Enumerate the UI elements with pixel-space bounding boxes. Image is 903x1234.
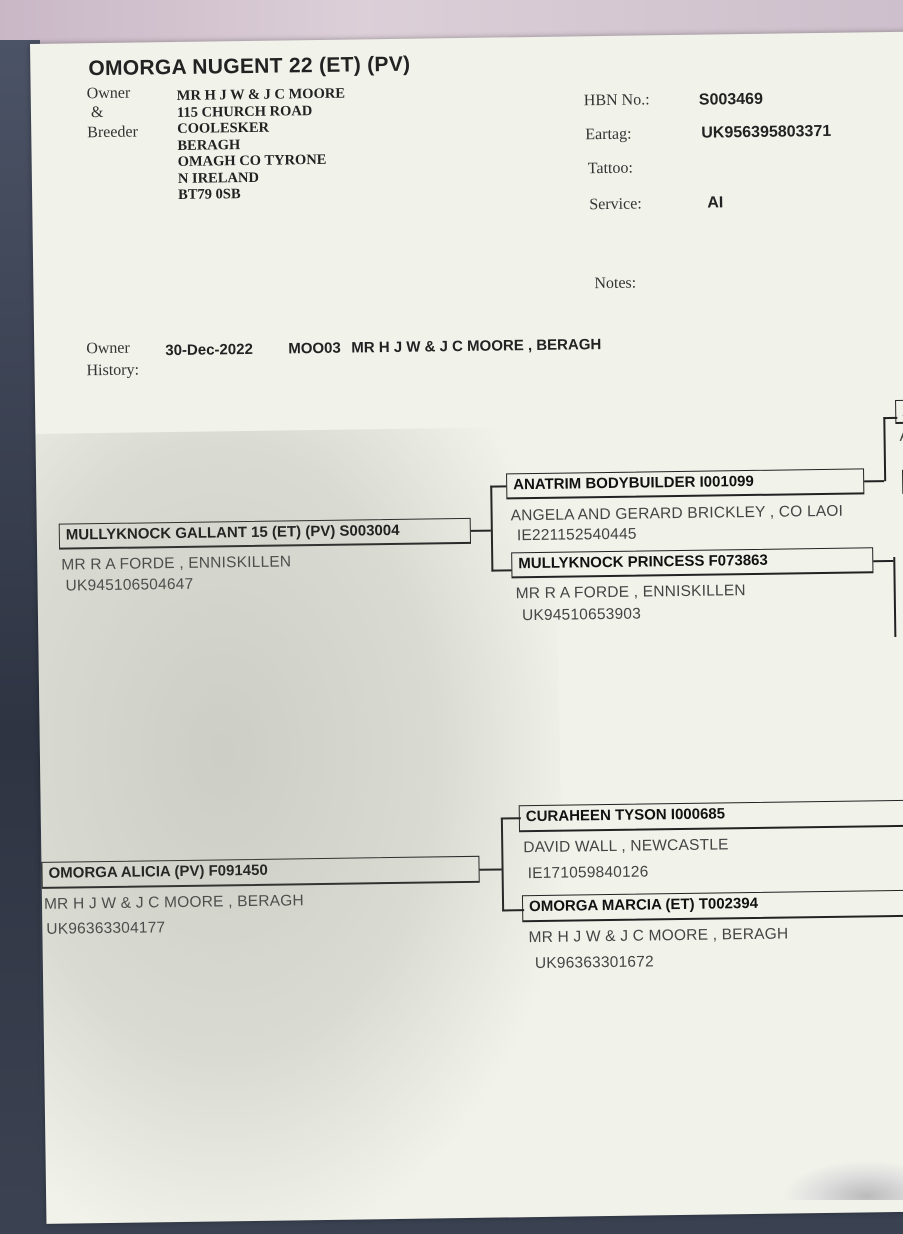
- service-value: AI: [707, 194, 724, 212]
- address-line: MR H J W & J C MOORE: [176, 85, 346, 104]
- connector-line: [470, 529, 491, 532]
- sire-dam-box: MULLYKNOCK PRINCESS F073863: [511, 547, 874, 579]
- hbn-label: HBN No.:: [583, 91, 650, 110]
- ampersand-label: &: [90, 103, 104, 122]
- eartag-value: UK956395803371: [701, 122, 832, 142]
- sire-owner: MR R A FORDE , ENNISKILLEN: [61, 553, 292, 574]
- connector-line: [490, 485, 507, 488]
- notes-label: Notes:: [594, 274, 637, 293]
- connector-line: [502, 909, 525, 912]
- dam-dam-tag: UK96363301672: [534, 953, 654, 973]
- connector-line: [479, 868, 502, 871]
- embossed-seal: [783, 1160, 903, 1200]
- dam-sire-box: CURAHEEN TYSON I000685: [518, 799, 903, 833]
- address-line: BT79 0SB: [178, 186, 241, 203]
- owner-history-label: Owner: [86, 339, 130, 358]
- owner-history-name: MR H J W & J C MOORE , BERAGH: [351, 336, 602, 357]
- sire-dam-tag: UK94510653903: [521, 605, 642, 625]
- address-line: OMAGH CO TYRONE: [177, 151, 327, 170]
- owner-history-label-2: History:: [86, 361, 140, 380]
- connector-line: [883, 417, 887, 482]
- service-label: Service:: [589, 195, 642, 214]
- hbn-value: S003469: [698, 90, 764, 109]
- pedigree-certificate: OMORGA NUGENT 22 (ET) (PV) Owner & Breed…: [30, 31, 903, 1234]
- dam-tag: UK96363304177: [46, 919, 166, 938]
- dam-dam-owner: MR H J W & J C MOORE , BERAGH: [528, 925, 789, 947]
- tattoo-label: Tattoo:: [587, 159, 634, 178]
- owner-label: Owner: [86, 84, 131, 103]
- sire-sire-box: ANATRIM BODYBUILDER I001099: [506, 468, 865, 500]
- dam-sire-owner: DAVID WALL , NEWCASTLE: [523, 836, 729, 857]
- connector-line: [491, 569, 512, 572]
- connector-line: [490, 485, 494, 572]
- breeder-label: Breeder: [87, 123, 138, 142]
- cutoff-text: A: [899, 427, 903, 445]
- eartag-label: Eartag:: [585, 125, 632, 144]
- cutoff-box: AN: [895, 399, 903, 424]
- connector-line: [500, 817, 505, 912]
- owner-history-code: MOO03: [288, 339, 341, 358]
- dam-box: OMORGA ALICIA (PV) F091450: [41, 855, 480, 889]
- animal-title: OMORGA NUGENT 22 (ET) (PV): [88, 52, 411, 81]
- dam-owner: MR H J W & J C MOORE , BERAGH: [43, 892, 304, 913]
- sire-box: MULLYKNOCK GALLANT 15 (ET) (PV) S003004: [58, 517, 472, 550]
- sire-tag: UK945106504647: [65, 575, 194, 595]
- dam-dam-box: OMORGA MARCIA (ET) T002394: [521, 889, 903, 923]
- connector-line: [873, 559, 894, 563]
- dam-sire-tag: IE171059840126: [527, 863, 649, 883]
- address-block: MR H J W & J C MOORE 115 CHURCH ROAD COO…: [177, 86, 347, 204]
- connector-line: [864, 480, 885, 483]
- sire-sire-tag: IE221152540445: [516, 525, 637, 545]
- connector-line: [893, 556, 897, 637]
- sire-sire-owner: ANGELA AND GERARD BRICKLEY , CO LAOI: [510, 502, 844, 525]
- owner-history-date: 30-Dec-2022: [165, 340, 253, 360]
- sire-dam-owner: MR R A FORDE , ENNISKILLEN: [515, 582, 746, 603]
